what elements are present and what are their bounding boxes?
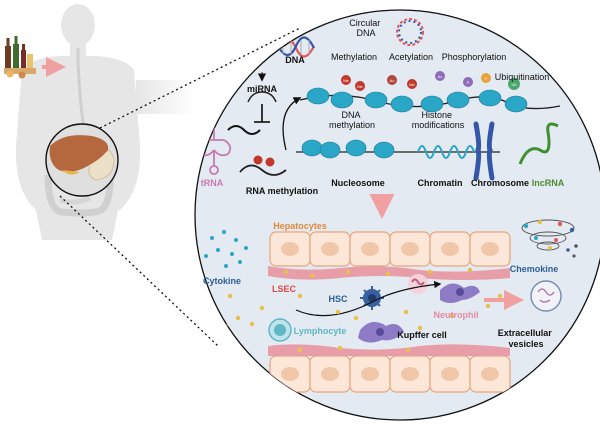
label-acetylation: Acetylation bbox=[389, 52, 433, 62]
neutrophil-cell bbox=[408, 274, 428, 294]
zoom-circle bbox=[194, 9, 600, 421]
human-body bbox=[15, 4, 196, 240]
label-lncrna: lncRNA bbox=[532, 178, 565, 188]
alcohol-food-icon bbox=[4, 36, 36, 79]
label-ubiquitination: Ubiquitination bbox=[495, 72, 550, 82]
svg-text:Ub: Ub bbox=[511, 82, 517, 87]
svg-text:P: P bbox=[485, 76, 488, 81]
label-extracellular-vesicles: Extracellular vesicles bbox=[498, 328, 555, 349]
label-cytokine: Cytokine bbox=[203, 276, 241, 286]
label-histone-modifications: Histone modifications bbox=[412, 110, 465, 130]
svg-text:Ac: Ac bbox=[438, 74, 443, 79]
label-dna-methylation: DNA methylation bbox=[329, 110, 375, 130]
labels: DNA Circular DNA Methylation Acetylation… bbox=[201, 18, 565, 349]
lymphocyte-cell bbox=[268, 318, 292, 342]
label-hsc: HSC bbox=[328, 294, 348, 304]
label-neutrophil: Neutrophil bbox=[434, 310, 479, 320]
migration-arrow bbox=[295, 280, 442, 317]
circular-dna-icon bbox=[396, 18, 424, 46]
extracellular-vesicle-icon bbox=[530, 280, 562, 312]
label-rna-methylation: RNA methylation bbox=[246, 186, 318, 196]
label-trna: tRNA bbox=[201, 178, 224, 188]
hepatocyte-row-bottom bbox=[269, 355, 511, 393]
lncrna-icon bbox=[518, 122, 559, 165]
cytokine-dots bbox=[204, 230, 248, 268]
rna-to-histone-arrow bbox=[282, 97, 302, 151]
zoom-line-bottom bbox=[59, 195, 219, 347]
lsec-layer-bottom bbox=[268, 344, 510, 356]
svg-text:Me: Me bbox=[357, 84, 363, 89]
label-chromatin: Chromatin bbox=[418, 178, 463, 188]
label-kupffer-cell: Kupffer cell bbox=[397, 330, 447, 340]
label-phosphorylation: Phosphorylation bbox=[442, 52, 507, 62]
hepatocyte-row-top bbox=[269, 231, 511, 267]
label-dna: DNA bbox=[285, 55, 305, 65]
rna-methylation-icon bbox=[239, 155, 287, 176]
svg-text:Ac: Ac bbox=[390, 78, 395, 83]
label-chromosome: Chromosome bbox=[471, 178, 529, 188]
label-nucleosome: Nucleosome bbox=[331, 178, 385, 188]
label-methylation: Methylation bbox=[331, 52, 377, 62]
label-lymphocyte: Lymphocyte bbox=[294, 326, 347, 336]
mirna-icon bbox=[227, 72, 277, 135]
zoom-line-top bbox=[99, 27, 301, 129]
label-lsec: LSEC bbox=[272, 284, 297, 294]
modification-markers: Me Me Ac Me Ac P P Ub bbox=[341, 71, 520, 91]
hsc-cell bbox=[360, 286, 384, 310]
chromatin-icon bbox=[417, 145, 475, 159]
liver-organ bbox=[49, 135, 109, 172]
label-mirna: miRNA bbox=[247, 84, 278, 94]
svg-text:Me: Me bbox=[409, 82, 415, 87]
svg-text:Me: Me bbox=[343, 78, 349, 83]
svg-text:P: P bbox=[467, 80, 470, 85]
chromosome-icon bbox=[473, 121, 495, 181]
label-chemokine: Chemokine bbox=[510, 264, 559, 274]
label-circular-dna: Circular DNA bbox=[349, 18, 383, 38]
chemokine-icon bbox=[521, 219, 578, 258]
histone-modification-strand: Me Me Ac Me Ac P P Ub bbox=[299, 71, 561, 113]
label-hepatocytes: Hepatocytes bbox=[273, 221, 327, 231]
